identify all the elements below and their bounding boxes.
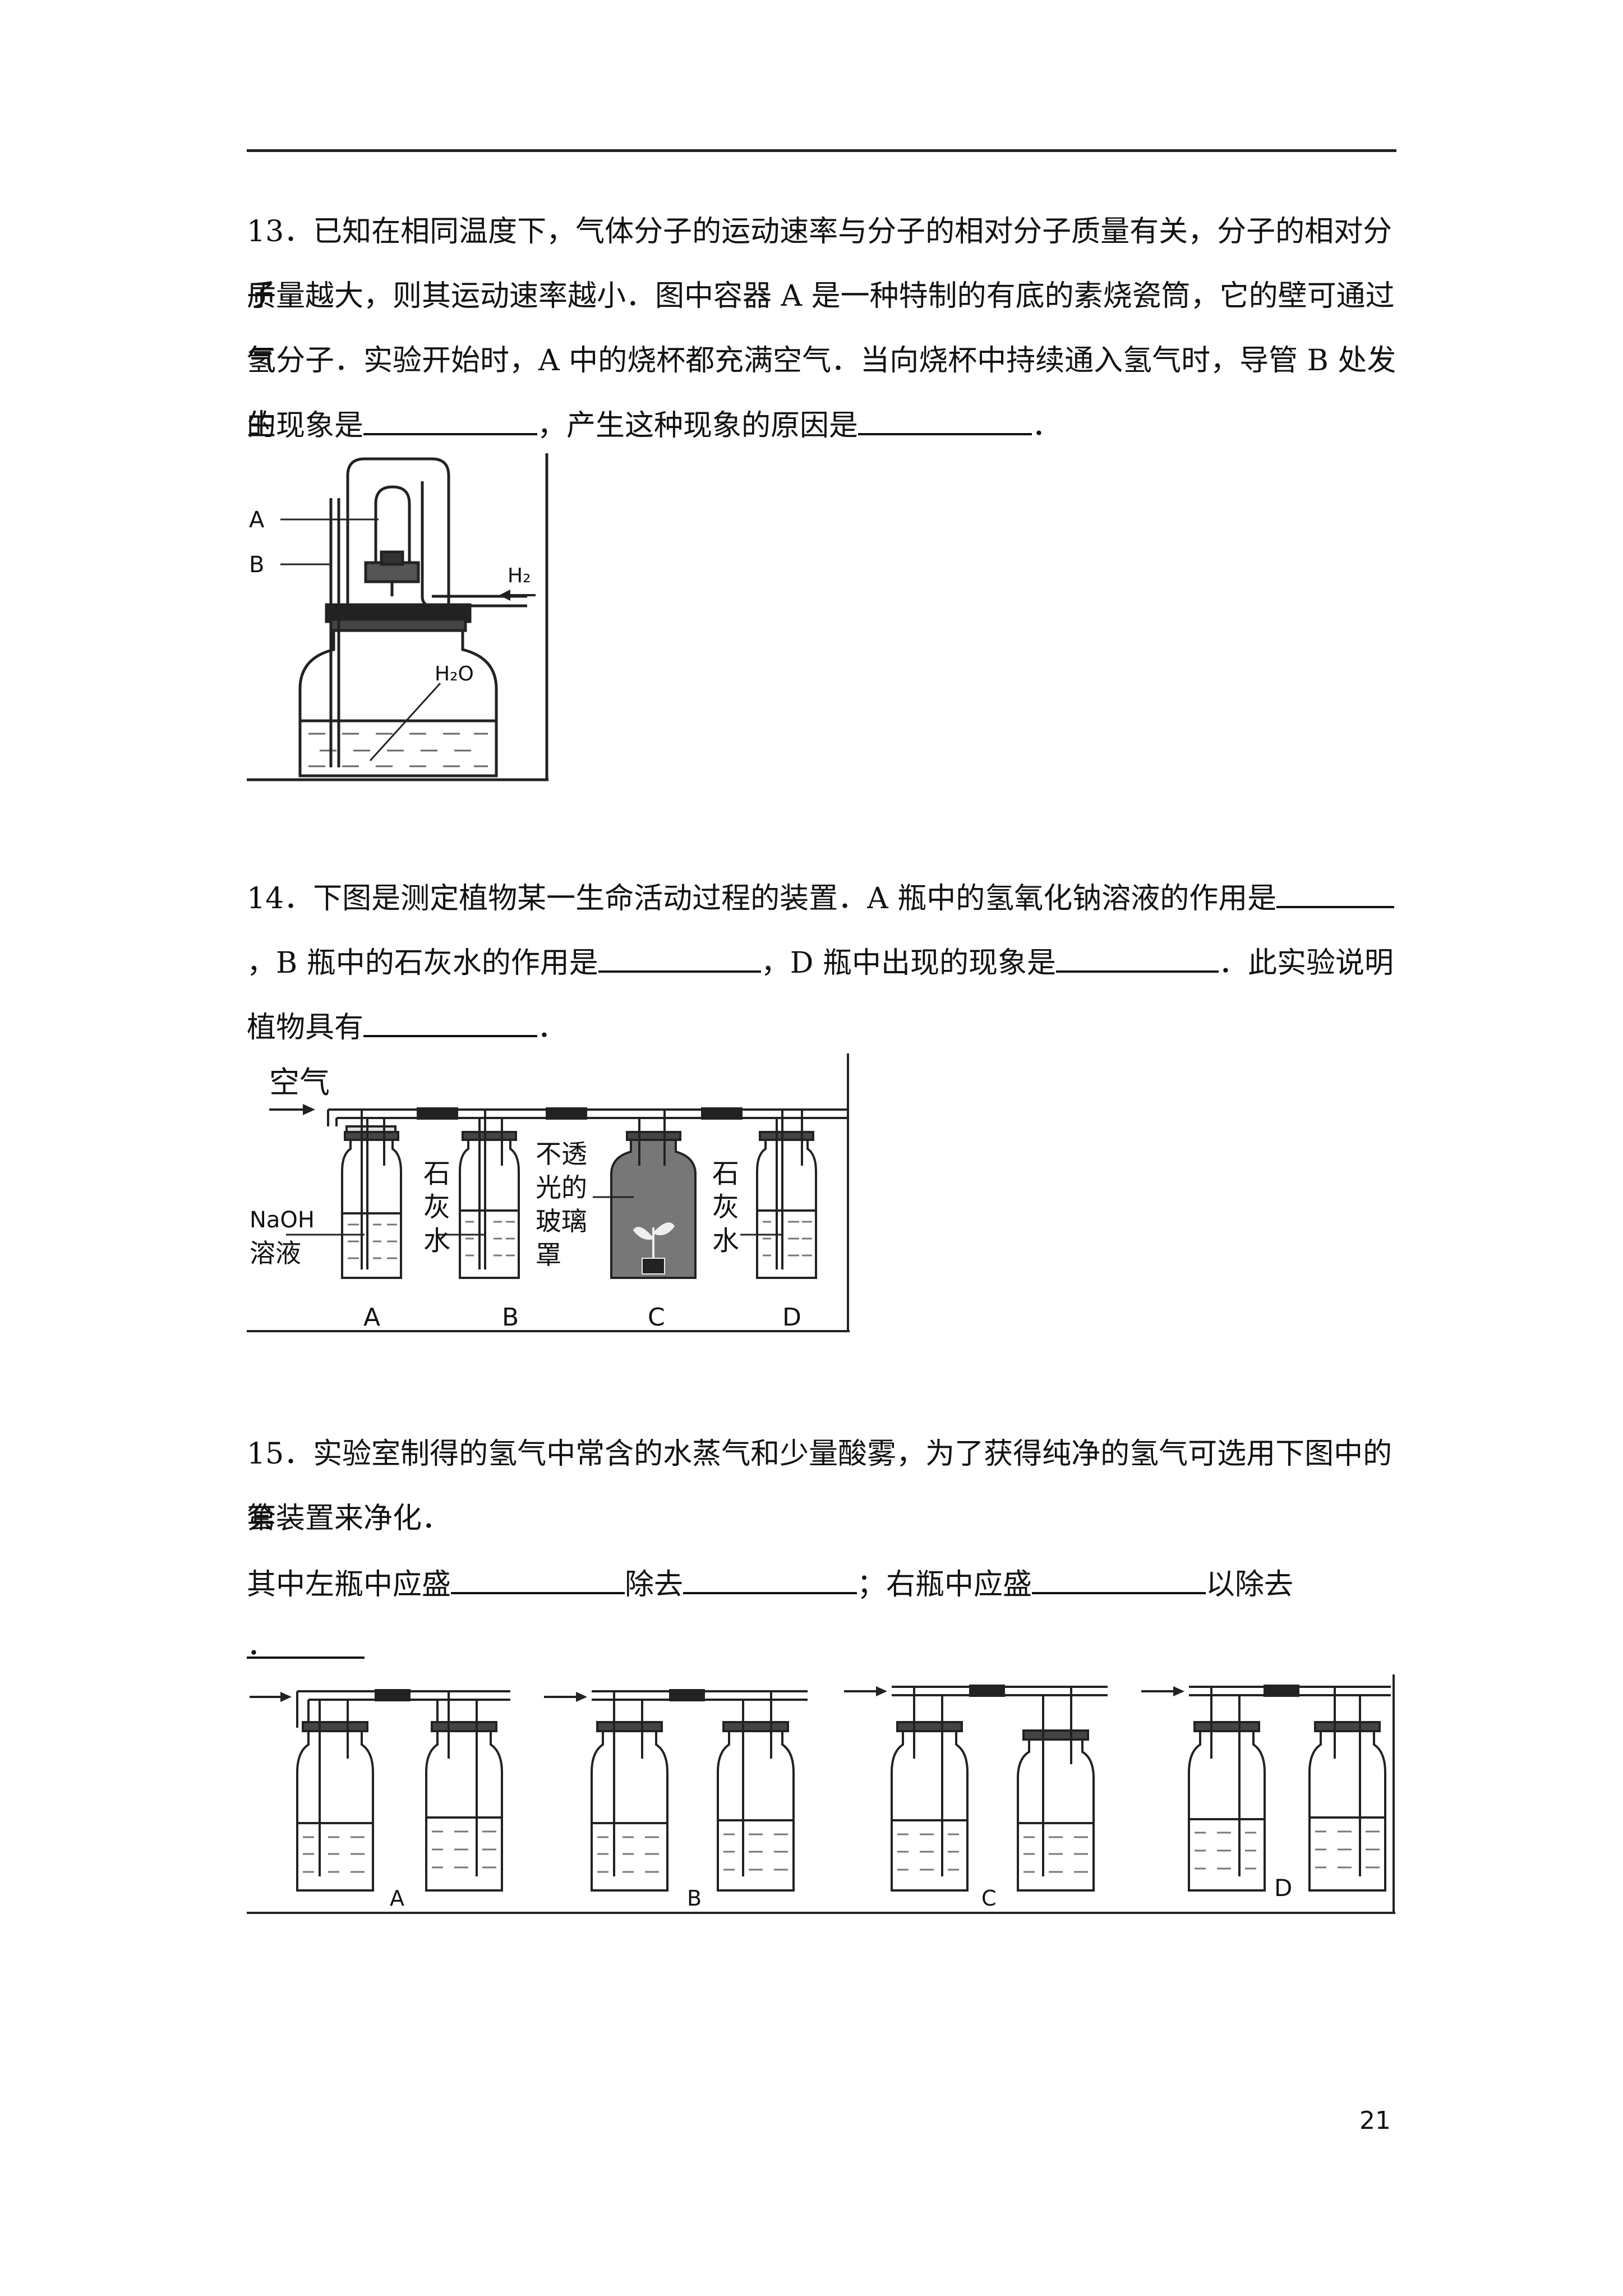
q15-apparatus-figure: A B <box>247 1674 1396 1921</box>
q14-cover-label-3: 玻璃 <box>536 1206 587 1236</box>
q14-text-2a: ，B 瓶中的石灰水的作用是 <box>247 946 598 980</box>
q14-label-c: C <box>648 1303 665 1332</box>
q14-limewater-b-3: 水 <box>423 1225 450 1257</box>
q15-line-2: 套装置来净化． <box>247 1502 451 1535</box>
q13-label-b: B <box>249 552 264 578</box>
q15-answer-blank-1[interactable] <box>451 1564 625 1594</box>
q14-cover-label-4: 罩 <box>536 1240 561 1270</box>
q15-answer-blank-3[interactable] <box>1032 1564 1206 1594</box>
q13-label-h2o: H₂O <box>435 662 474 685</box>
q14-answer-blank-3[interactable] <box>1055 942 1219 973</box>
q15-answer-blank-4[interactable] <box>247 1628 365 1659</box>
q14-limewater-d-2: 灰 <box>712 1191 739 1223</box>
q13-apparatus-figure: A B H₂ H₂O <box>247 453 550 781</box>
q15-text-3d: 以除去 <box>1206 1568 1294 1602</box>
q13-answer-blank-1[interactable] <box>363 405 538 435</box>
q14-apparatus-figure: 空气 NaOH 溶液 石 灰 水 <box>247 1053 852 1334</box>
q13-label-h2: H₂ <box>508 564 531 587</box>
q14-line-3: 植物具有 ． <box>247 996 1396 1060</box>
q15-label-d: D <box>1274 1874 1292 1902</box>
q14-limewater-b-1: 石 <box>423 1158 450 1189</box>
q13-line-2: 质量越大，则其运动速率越小．图中容器 A 是一种特制的有底的素烧瓷筒，它的壁可通… <box>247 279 1395 378</box>
q15-answer-blank-2[interactable] <box>683 1564 857 1594</box>
q14-label-b: B <box>502 1303 519 1332</box>
q14-text-2c: ．此实验说明 <box>1218 946 1394 980</box>
q15-label-a: A <box>390 1886 404 1911</box>
q13-line-1: 13．已知在相同温度下，气体分子的运动速率与分子的相对分子质量有关，分子的相对分… <box>247 215 1393 313</box>
q13-label-a: A <box>249 507 265 533</box>
q14-naoh-label-2: 溶液 <box>250 1238 301 1268</box>
q15-line-4: ． <box>247 1628 276 1662</box>
q13-text-b: ，产生这种现象的原因是 <box>537 409 859 443</box>
q14-text-3b: ． <box>537 1011 567 1045</box>
q13-text-c: ． <box>1032 409 1062 443</box>
q14-answer-blank-1[interactable] <box>1276 878 1395 908</box>
q14-answer-blank-2[interactable] <box>598 942 761 973</box>
q14-label-d: D <box>782 1303 801 1332</box>
q14-text-2b: ，D 瓶中出现的现象是 <box>760 946 1056 980</box>
q14-limewater-d-1: 石 <box>712 1158 739 1189</box>
header-rule <box>247 149 1396 152</box>
q13-line-3: 气分子．实验开始时，A 中的烧杯都充满空气．当向烧杯中持续通入氢气时，导管 B … <box>247 344 1396 442</box>
q14-limewater-b-2: 灰 <box>423 1191 450 1223</box>
q14-limewater-d-3: 水 <box>712 1225 739 1257</box>
q15-line-1: 15．实验室制得的氢气中常含的水蒸气和少量酸雾，为了获得纯净的氢气可选用下图中的… <box>247 1437 1393 1535</box>
q14-label-a: A <box>363 1303 380 1332</box>
q14-line-1: 14．下图是测定植物某一生命活动过程的装置．A 瓶中的氢氧化钠溶液的作用是 <box>247 867 1396 931</box>
q15-text-3b: 除去 <box>625 1568 684 1602</box>
q14-text-3a: 植物具有 <box>247 1011 364 1045</box>
q14-line-2: ，B 瓶中的石灰水的作用是 ，D 瓶中出现的现象是 ．此实验说明 <box>247 931 1396 996</box>
q13-line-4: 的现象是 ，产生这种现象的原因是 ． <box>247 394 1396 458</box>
q14-air-label: 空气 <box>269 1065 330 1100</box>
q15-text-3c: ；右瓶中应盛 <box>857 1568 1032 1602</box>
q15-label-c: C <box>981 1886 997 1911</box>
q13-text-a: 的现象是 <box>247 409 364 443</box>
q15-text-3a: 其中左瓶中应盛 <box>247 1568 451 1602</box>
q13-answer-blank-2[interactable] <box>858 405 1032 435</box>
page-number: 21 <box>1359 2106 1391 2135</box>
q14-cover-label-1: 不透 <box>536 1139 587 1169</box>
q15-label-b: B <box>687 1886 702 1911</box>
q14-naoh-label-1: NaOH <box>250 1207 315 1233</box>
q14-text-1: 14．下图是测定植物某一生命活动过程的装置．A 瓶中的氢氧化钠溶液的作用是 <box>247 882 1277 915</box>
q15-line-3: 其中左瓶中应盛 除去 ；右瓶中应盛 以除去 <box>247 1553 1396 1682</box>
q14-cover-label-2: 光的 <box>536 1172 587 1203</box>
q14-answer-blank-4[interactable] <box>363 1007 538 1037</box>
